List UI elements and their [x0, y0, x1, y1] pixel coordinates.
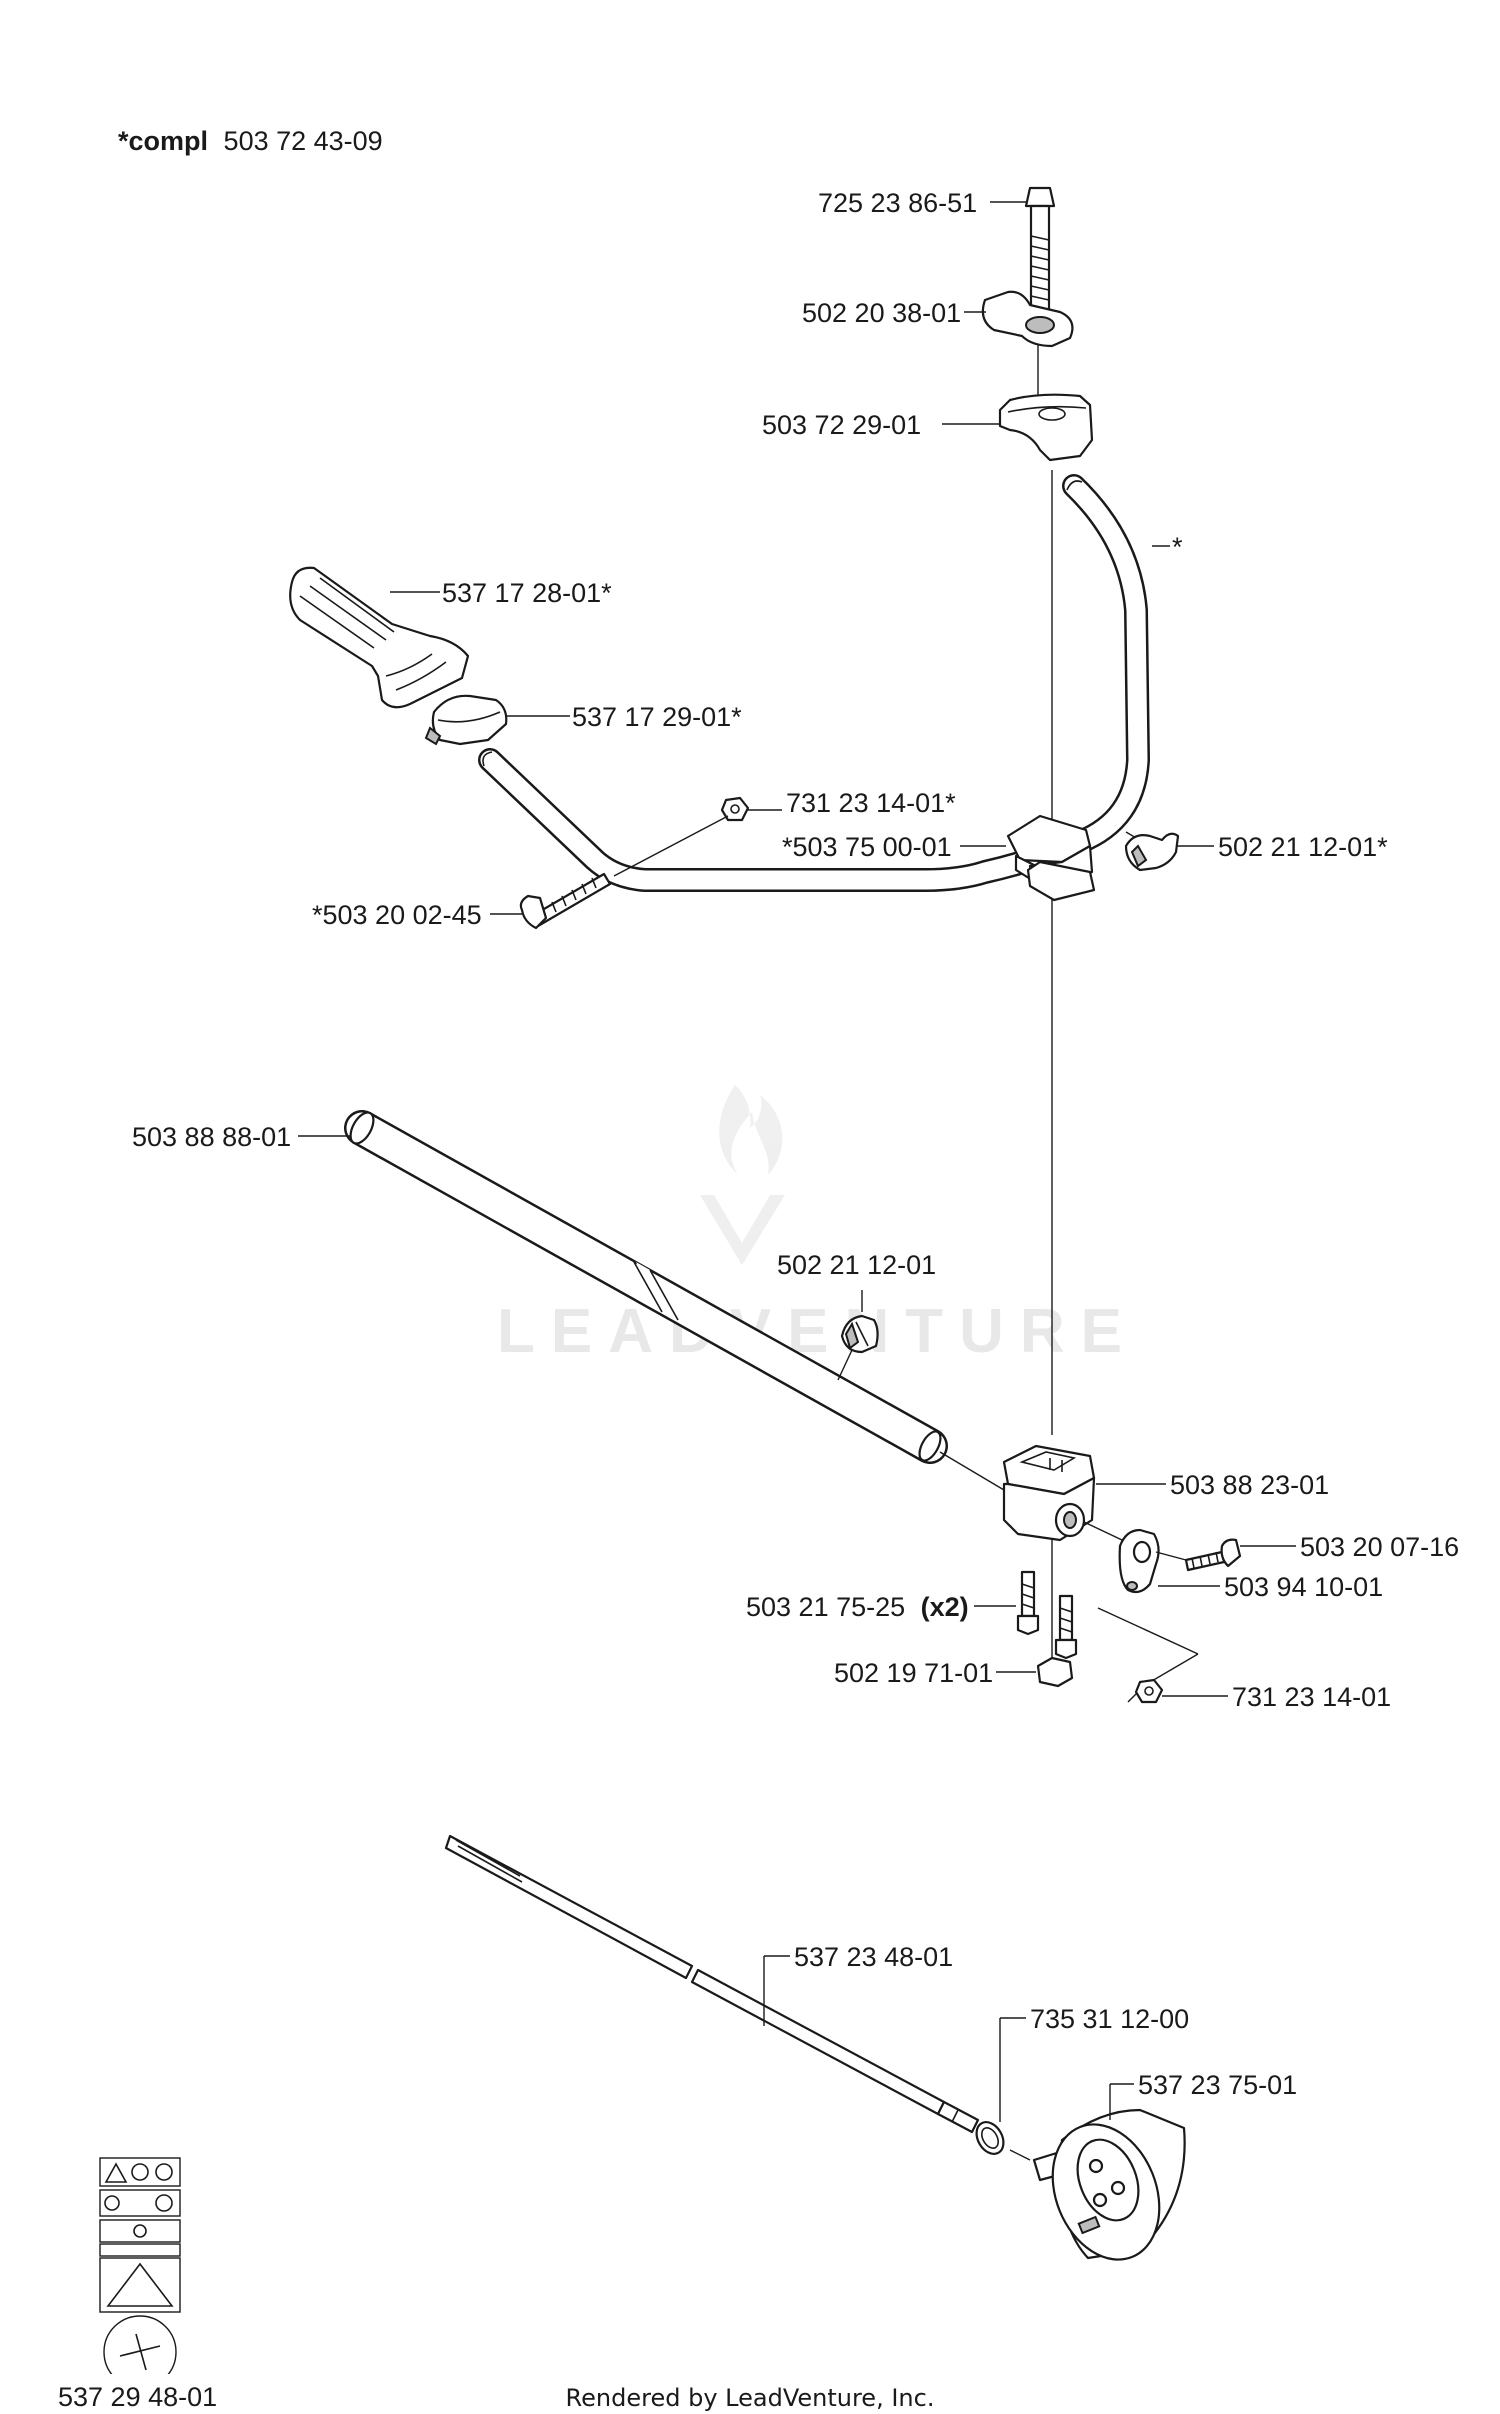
head-protection-icon	[104, 2195, 120, 2211]
kickback-icon	[119, 2333, 161, 2371]
ear-protection-icon	[155, 2163, 173, 2181]
label-bracket-plate: 503 94 10-01	[1224, 1572, 1383, 1602]
compl-prefix: *compl	[118, 126, 208, 156]
watermark-v-icon	[700, 1195, 785, 1265]
ce-mark-icon	[155, 2194, 173, 2212]
label-ring: 735 31 12-00	[1030, 2004, 1189, 2034]
bracket-part	[1002, 1444, 1096, 1542]
leader-nut-left-shaft	[613, 815, 729, 877]
grip-holder-part	[424, 694, 508, 746]
label-drive-shaft: 537 23 48-01	[794, 1942, 953, 1972]
shaft-tube-part	[344, 1110, 948, 1464]
watermark-text: LEADVENTURE	[497, 1297, 1138, 1366]
square-nut-part	[1036, 1656, 1074, 1688]
thrown-objects-icon	[106, 2262, 174, 2307]
label-decal: 537 29 48-01	[58, 2382, 217, 2412]
bolt-top-part	[1024, 186, 1056, 326]
label-screws-x2-number: 503 21 75-25	[746, 1592, 905, 1622]
warning-icon	[104, 2162, 128, 2183]
label-nut-right: 731 23 14-01	[1232, 1682, 1391, 1712]
nut-left-part	[720, 796, 750, 822]
label-shaft-tube: 503 88 88-01	[132, 1122, 291, 1152]
label-screw-right: 503 20 07-16	[1300, 1532, 1459, 1562]
label-square-nut: 502 19 71-01	[834, 1658, 993, 1688]
label-bar-clamp: *503 75 00-01	[782, 832, 952, 862]
shaft-bracket-line	[939, 1451, 1005, 1491]
compl-label: *compl 503 72 43-09	[118, 126, 383, 156]
bracket-plate-part	[1118, 1528, 1160, 1594]
label-clutch-drum: 537 23 75-01	[1138, 2070, 1297, 2100]
label-screws-x2: 503 21 75-25 (x2)	[746, 1592, 969, 1622]
label-knob-top: 502 20 38-01	[802, 298, 961, 328]
clamp-top-part	[998, 393, 1094, 462]
footer-text: Rendered by LeadVenture, Inc.	[566, 2384, 935, 2412]
label-clamp-top: 503 72 29-01	[762, 410, 921, 440]
label-screws-x2-qty: (x2)	[921, 1592, 969, 1622]
label-grip-holder: 537 17 29-01*	[572, 702, 742, 732]
compl-number: 503 72 43-09	[224, 126, 383, 156]
eye-protection-icon	[131, 2163, 149, 2181]
nut-right-part	[1134, 1678, 1164, 1704]
label-grip: 537 17 28-01*	[442, 578, 612, 608]
screw-right-part	[1184, 1538, 1242, 1572]
knob-top-part	[981, 290, 1074, 348]
label-knob-right: 502 21 12-01*	[1218, 832, 1388, 862]
nut-right-leader-a	[1097, 1607, 1199, 1655]
decal-label-bg	[60, 2374, 260, 2414]
label-screw-left: *503 20 02-45	[312, 900, 482, 930]
plate-screw-line	[1155, 1551, 1187, 1561]
watermark-flame-icon	[719, 1085, 783, 1175]
knob-mid-part	[840, 1314, 879, 1354]
knob-right-part	[1124, 832, 1180, 872]
screws-x2-part	[1016, 1570, 1078, 1660]
leader-knob-mid-shaft	[837, 1349, 853, 1381]
drive-shaft-part	[444, 1834, 980, 2134]
label-handlebar: *	[1172, 532, 1183, 562]
ring-drum-line	[1009, 2149, 1031, 2161]
ring-part	[975, 2121, 1005, 2155]
label-bolt-top: 725 23 86-51	[818, 188, 977, 218]
clutch-drum-part	[1032, 2108, 1186, 2261]
bracket-plate-line	[1083, 1521, 1123, 1541]
screw-left-part	[519, 872, 612, 930]
grip-part	[289, 566, 470, 709]
bar-clamp-part	[1006, 814, 1096, 902]
label-knob-mid: 502 21 12-01	[777, 1250, 936, 1280]
watermark-logo: LEADVENTURE	[497, 1085, 1138, 1366]
label-nut-left: 731 23 14-01*	[786, 788, 956, 818]
label-bracket: 503 88 23-01	[1170, 1470, 1329, 1500]
